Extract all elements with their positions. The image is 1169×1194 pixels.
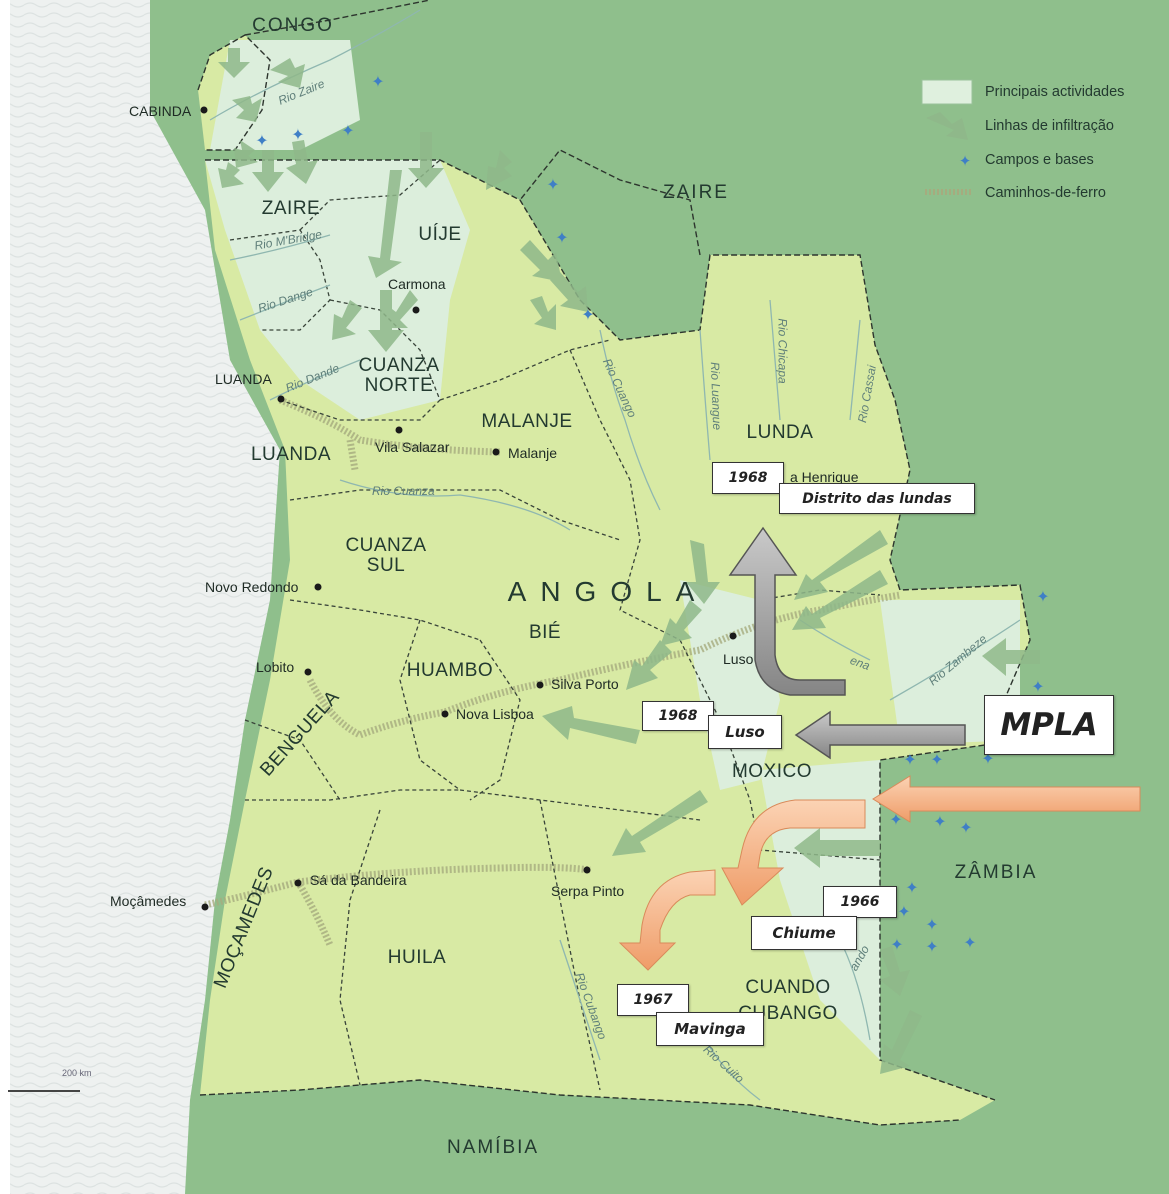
city-carmona: Carmona (388, 276, 446, 292)
svg-text:✦: ✦ (1036, 587, 1049, 606)
legend-bases: Campos e bases (985, 152, 1094, 168)
country-zaire: ZAIRE (663, 182, 729, 203)
province-lunda: LUNDA (746, 422, 814, 443)
province-moxico: MOXICO (731, 761, 813, 782)
annotation-mavinga-place: Mavinga (656, 1012, 764, 1046)
svg-text:✦: ✦ (291, 125, 304, 144)
svg-text:✦: ✦ (905, 878, 918, 897)
country-congo: CONGO (252, 15, 334, 36)
svg-text:✦: ✦ (959, 818, 972, 837)
activity-areas (205, 40, 1020, 1060)
infiltration-arrows (218, 48, 1040, 1074)
province-cuanza-sul-1: CUANZA (345, 535, 427, 556)
river-cuanza: Rio Cuanza (372, 484, 435, 498)
svg-text:✦: ✦ (933, 812, 946, 831)
city-lobito: Lobito (256, 659, 295, 675)
country-zambia: ZÂMBIA (954, 862, 1038, 883)
province-malanje: MALANJE (481, 411, 573, 432)
svg-text:✦: ✦ (371, 72, 384, 91)
city-nova-lisboa: Nova Lisboa (456, 706, 534, 722)
svg-text:✦: ✦ (546, 175, 559, 194)
legend-activities: Principais actividades (985, 84, 1125, 100)
svg-text:✦: ✦ (341, 121, 354, 140)
province-cuanza-norte-2: NORTE (364, 375, 434, 396)
bases-and-camps: ✦ ✦ ✦ ✦ ✦ ✦ ✦ ✦ ✦ ✦ ✦ ✦ ✦ ✦ ✦ ✦ ✦ ✦ ✦ ✦ … (255, 72, 1049, 956)
annotation-lundas-year: 1968 (712, 462, 784, 494)
province-cuanza-sul-2: SUL (366, 555, 406, 576)
province-huila: HUILA (387, 947, 447, 968)
svg-text:✦: ✦ (890, 935, 903, 954)
mpla-orange-arrows (618, 775, 1141, 971)
svg-text:✦: ✦ (903, 750, 916, 769)
city-malanje: Malanje (508, 445, 558, 461)
legend-railways: Caminhos-de-ferro (985, 185, 1106, 201)
svg-text:✦: ✦ (897, 902, 910, 921)
legend-infiltration: Linhas de infiltração (985, 118, 1114, 134)
svg-text:✦: ✦ (555, 228, 568, 247)
city-cabinda: CABINDA (129, 103, 192, 119)
city-novo-redondo: Novo Redondo (205, 579, 299, 595)
annotation-mavinga-year: 1967 (617, 984, 689, 1016)
svg-text:✦: ✦ (963, 933, 976, 952)
city-mocamedes: Moçâmedes (110, 893, 187, 909)
svg-text:✦: ✦ (255, 131, 268, 150)
annotation-chiume-place: Chiume (751, 916, 857, 950)
legend-swatches: ✦ (921, 79, 973, 195)
province-bie: BIÉ (528, 622, 562, 643)
province-cuando-cubango-1: CUANDO (745, 977, 831, 998)
city-henrique: a Henrique (790, 469, 859, 485)
annotation-chiume-year: 1966 (823, 886, 897, 918)
svg-text:✦: ✦ (925, 937, 938, 956)
city-luanda: LUANDA (215, 371, 272, 387)
svg-text:✦: ✦ (930, 750, 943, 769)
city-dots (200, 106, 737, 911)
country-angola: ANGOLA (507, 576, 709, 607)
city-luso: Luso (723, 651, 754, 667)
svg-text:✦: ✦ (1031, 677, 1044, 696)
annotation-luso-year: 1968 (642, 701, 714, 731)
rivers (209, 9, 1021, 1101)
svg-text:✦: ✦ (581, 305, 594, 324)
scale-label: 200 km (62, 1068, 92, 1078)
province-cuanza-norte-1: CUANZA (358, 355, 440, 376)
annotation-mpla: MPLA (984, 695, 1114, 755)
annotation-lundas-place: Distrito das lundas (779, 483, 975, 514)
province-luanda: LUANDA (250, 444, 332, 465)
annotation-luso-place: Luso (708, 715, 782, 749)
province-huambo: HUAMBO (406, 660, 494, 681)
river-chicapa: Rio Chicapa (775, 318, 790, 384)
svg-text:✦: ✦ (959, 152, 972, 170)
province-zaire: ZAIRE (261, 198, 321, 219)
city-serpa-pinto: Serpa Pinto (551, 883, 625, 899)
country-namibia: NAMÍBIA (446, 1137, 540, 1158)
province-uije: UÍJE (418, 224, 462, 245)
city-vila-salazar: Vila Salazar (375, 439, 450, 455)
mpla-arrows (728, 526, 966, 760)
river-luangue: Rio Luangue (707, 361, 725, 431)
svg-text:✦: ✦ (925, 915, 938, 934)
city-silva-porto: Silva Porto (551, 676, 619, 692)
city-sa-da-bandeira: Sá da Bandeira (310, 872, 407, 888)
